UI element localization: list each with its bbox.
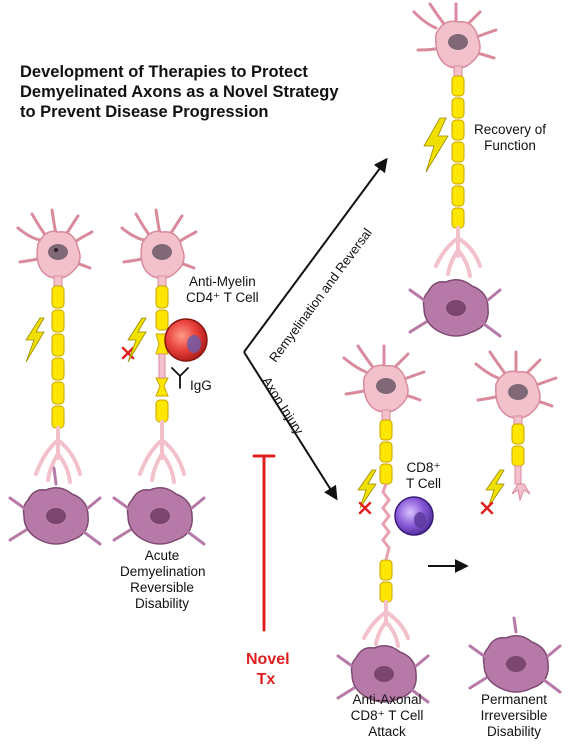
neuron-demyelinating xyxy=(112,208,206,546)
label-anti-axonal: Anti-Axonal CD8⁺ T Cell Attack xyxy=(342,692,432,740)
cd4-t-cell xyxy=(164,318,208,362)
label-line: Recovery of xyxy=(474,122,547,137)
neuron-soma xyxy=(16,208,94,279)
lightning-icon xyxy=(25,317,45,363)
label-line: Reversible xyxy=(130,580,194,595)
label-line: Disability xyxy=(486,724,541,739)
lightning-icon xyxy=(357,469,377,509)
label-recovery: Recovery of Function xyxy=(474,122,546,154)
lightning-icon xyxy=(485,469,505,509)
red-x-icon xyxy=(480,501,494,515)
oligodendrocyte xyxy=(8,466,102,546)
lightning-icon xyxy=(127,317,147,363)
red-x-icon xyxy=(358,501,372,515)
neuron-healthy-left xyxy=(8,208,102,546)
label-line: T Cell xyxy=(406,476,442,491)
neuron-transected xyxy=(468,350,562,694)
title-line: Demyelinated Axons as a Novel Strategy xyxy=(20,83,339,101)
label-cd8: CD8⁺ T Cell xyxy=(406,460,441,492)
label-line: Demyelination xyxy=(120,564,206,579)
label-line: Tx xyxy=(256,671,276,688)
label-line: Novel xyxy=(246,651,290,668)
label-line: Permanent xyxy=(480,692,548,707)
label-igg: IgG xyxy=(190,378,212,393)
neuron-cd8-attack xyxy=(336,344,430,704)
label-line: CD8⁺ xyxy=(406,460,441,475)
label-novel-tx: Novel Tx xyxy=(246,650,290,690)
myelin-sheath xyxy=(51,285,65,429)
title-line: to Prevent Disease Progression xyxy=(20,103,269,121)
label-anti-myelin: Anti-Myelin CD4⁺ T Cell xyxy=(186,274,259,306)
neuron-recovered xyxy=(408,2,502,338)
title-line: Development of Therapies to Protect xyxy=(20,63,308,81)
lightning-icon xyxy=(423,117,449,173)
label-line: Acute xyxy=(144,548,180,563)
novel-tx-inhibitor xyxy=(252,454,276,632)
label-line: Anti-Axonal xyxy=(352,692,422,707)
label-line: Attack xyxy=(368,724,406,739)
remyelination-arrow xyxy=(243,157,388,353)
label-permanent: Permanent Irreversible Disability xyxy=(474,692,554,740)
diagram-title: Development of Therapies to Protect Demy… xyxy=(20,62,400,122)
igg-antibody xyxy=(171,367,189,389)
label-acute: Acute Demyelination Reversible Disabilit… xyxy=(120,548,206,612)
label-line: Irreversible xyxy=(480,708,548,723)
axon-injury-arrow xyxy=(243,351,338,501)
label-line: Function xyxy=(484,138,536,153)
cd8-t-cell xyxy=(394,496,434,536)
label-line: Anti-Myelin xyxy=(188,274,256,289)
label-line: CD8⁺ T Cell xyxy=(350,708,424,723)
label-line: CD4⁺ T Cell xyxy=(186,290,259,305)
label-line: Disability xyxy=(134,596,189,611)
